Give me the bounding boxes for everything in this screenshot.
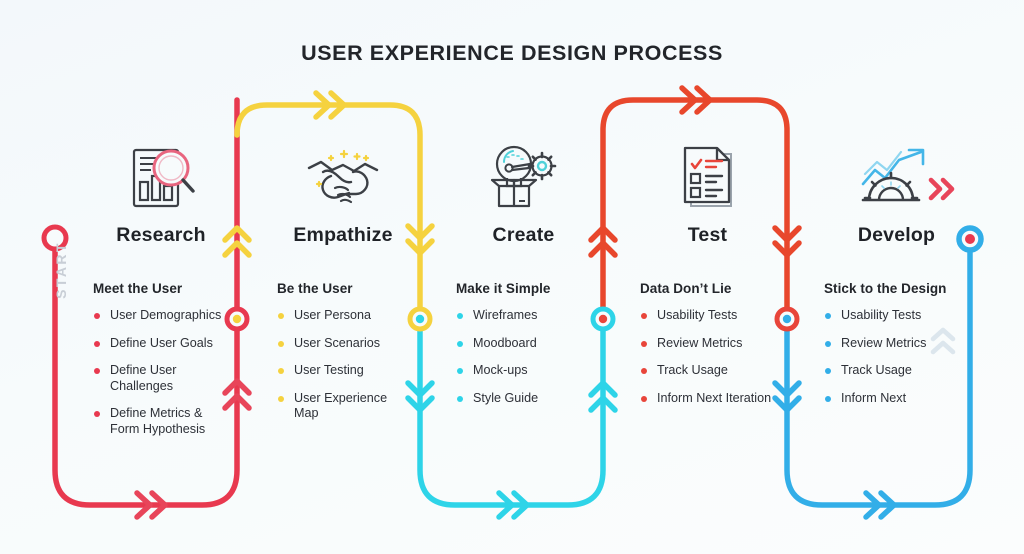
arrow-yellow-top (313, 90, 347, 120)
node-create (590, 306, 616, 332)
stage-subtitle-create: Make it Simple (456, 281, 551, 296)
stage-title-test: Test (687, 224, 728, 246)
arrow-blue-bottom (863, 490, 897, 520)
checklist-document-icon (640, 140, 775, 212)
double-chevron-up-icon-svg (930, 327, 956, 355)
list-item: Usability Tests (824, 308, 969, 324)
list-item: User Testing (277, 363, 409, 379)
stage-empathize: Empathize Be the User User Persona User … (277, 140, 409, 434)
arrow-red-down-test (772, 225, 802, 258)
stage-title-create: Create (492, 224, 555, 246)
list-item: Moodboard (456, 336, 591, 352)
stage-subtitle-research: Meet the User (93, 281, 183, 296)
arrow-cyan-bottom (496, 490, 530, 520)
stage-subtitle-test: Data Don’t Lie (640, 281, 732, 296)
lightbulb-box-gear-icon-svg (490, 145, 556, 208)
list-item: Track Usage (640, 363, 775, 379)
bullet-list-research: User Demographics Define User Goals Defi… (93, 308, 229, 437)
list-item: Usability Tests (640, 308, 775, 324)
list-item: Inform Next Iteration (640, 391, 775, 407)
bullet-list-test: Usability Tests Review Metrics Track Usa… (640, 308, 775, 406)
handshake-icon (277, 140, 409, 212)
gear-growth-arrow-icon (824, 140, 969, 212)
node-empathize (407, 306, 433, 332)
stage-title-empathize: Empathize (293, 224, 393, 246)
stage-test: Test Data Don’t Lie Usability Tests Revi… (640, 140, 775, 418)
stage-subtitle-develop: Stick to the Design (824, 281, 947, 296)
list-item: Define Metrics & Form Hypothesis (93, 406, 229, 437)
arrow-cyan-up (588, 380, 618, 413)
arrow-red-bottom (134, 490, 168, 520)
bullet-list-empathize: User Persona User Scenarios User Testing… (277, 308, 409, 422)
list-item: Define User Goals (93, 336, 229, 352)
stage-research: Research Meet the User User Demographics… (93, 140, 229, 449)
list-item: Style Guide (456, 391, 591, 407)
double-chevron-right-icon-svg (928, 177, 955, 201)
stage-subtitle-empathize: Be the User (277, 281, 353, 296)
bullet-list-create: Wireframes Moodboard Mock-ups Style Guid… (456, 308, 591, 406)
arrow-blue-down (772, 380, 802, 413)
list-item: User Demographics (93, 308, 229, 324)
start-label: START (53, 241, 69, 299)
document-magnifier-icon (93, 140, 229, 212)
document-magnifier-icon-svg (132, 148, 195, 208)
list-item: Review Metrics (824, 336, 969, 352)
stage-develop: Develop Stick to the Design Usability Te… (824, 140, 969, 418)
list-item: Mock-ups (456, 363, 591, 379)
arrow-cyan-down (405, 380, 435, 413)
handshake-icon-svg (307, 149, 379, 204)
page-title: USER EXPERIENCE DESIGN PROCESS (301, 41, 723, 65)
list-item: User Experience Map (277, 391, 409, 422)
node-test (774, 306, 800, 332)
stage-title-develop: Develop (857, 224, 936, 246)
list-item: User Scenarios (277, 336, 409, 352)
list-item: Track Usage (824, 363, 969, 379)
arrow-red-top (679, 85, 713, 115)
list-item: Inform Next (824, 391, 969, 407)
bullet-list-develop: Usability Tests Review Metrics Track Usa… (824, 308, 969, 406)
arrow-yellow-down (405, 223, 435, 256)
double-chevron-right-icon (927, 176, 957, 207)
list-item: User Persona (277, 308, 409, 324)
arrow-red-up-create (588, 225, 618, 258)
lightbulb-box-gear-icon (456, 140, 591, 212)
list-item: Define User Challenges (93, 363, 229, 394)
list-item: Review Metrics (640, 336, 775, 352)
list-item: Wireframes (456, 308, 591, 324)
node-research (224, 306, 250, 332)
gear-growth-arrow-icon-svg (861, 148, 924, 202)
stage-create: Create Make it Simple Wireframes Moodboa… (456, 140, 591, 418)
double-chevron-up-icon (929, 325, 957, 362)
checklist-document-icon-svg (683, 146, 732, 207)
stage-title-research: Research (116, 224, 206, 246)
